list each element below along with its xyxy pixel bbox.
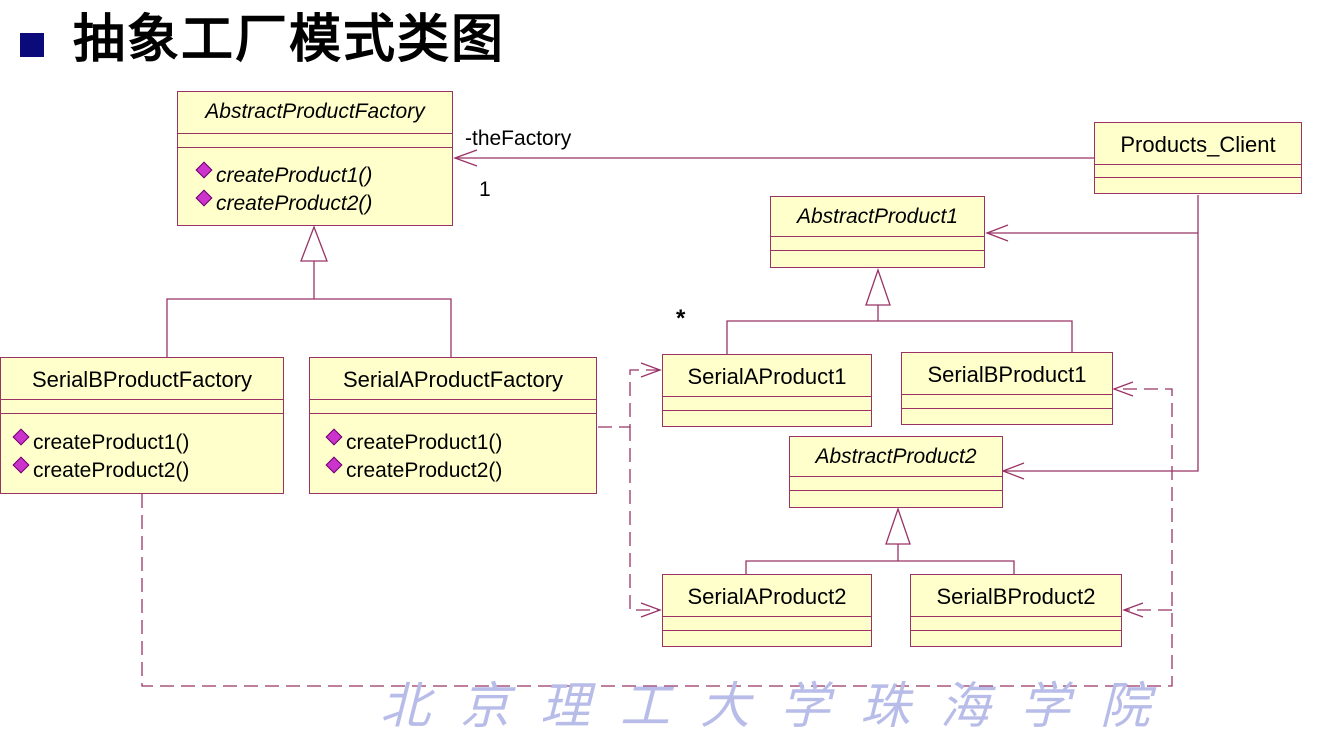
operation: createProduct2() <box>195 189 452 218</box>
class-attributes <box>911 617 1121 631</box>
class-abstract-product2[interactable]: AbstractProduct2 <box>789 436 1003 508</box>
generalization-product2-arrow <box>885 506 911 545</box>
class-attributes <box>1 400 283 414</box>
class-operations: createProduct1() createProduct2() <box>195 161 452 218</box>
association-multiplicity-label: 1 <box>479 178 491 201</box>
class-serial-b-product-factory[interactable]: SerialBProductFactory createProduct1() c… <box>0 357 284 494</box>
association-client-product2-arrow <box>1001 462 1025 480</box>
class-serial-a-product-factory[interactable]: SerialAProductFactory createProduct1() c… <box>309 357 597 494</box>
class-abstract-product1[interactable]: AbstractProduct1 <box>770 196 985 268</box>
class-operations: createProduct1() createProduct2() <box>12 428 283 485</box>
class-name: Products_Client <box>1095 123 1301 165</box>
class-name: SerialBProduct2 <box>911 575 1121 617</box>
generalization-factory-a <box>314 298 452 357</box>
class-products-client[interactable]: Products_Client <box>1094 122 1302 194</box>
class-abstract-product-factory[interactable]: AbstractProductFactory createProduct1() … <box>177 91 453 226</box>
generalization-product1-b <box>878 320 1073 352</box>
page-title: 抽象工厂模式类图 <box>73 10 506 70</box>
operation-icon <box>12 456 30 474</box>
operation-label: createProduct2() <box>346 459 503 482</box>
class-name: AbstractProductFactory <box>178 92 452 134</box>
class-serial-a-product2[interactable]: SerialAProduct2 <box>662 574 872 647</box>
dependency-factory-a <box>598 369 660 428</box>
class-attributes <box>902 395 1112 409</box>
generalization-factory-b <box>166 298 314 357</box>
operation-icon <box>325 428 343 446</box>
association-role-label: -theFactory <box>465 127 572 150</box>
class-operations: createProduct1() createProduct2() <box>325 428 596 485</box>
dependency-arrow-sbp1 <box>1112 381 1134 397</box>
class-serial-b-product2[interactable]: SerialBProduct2 <box>910 574 1122 647</box>
association-client-product1-arrow <box>985 224 1009 242</box>
operation: createProduct1() <box>195 161 452 190</box>
association-client-factory-arrow <box>453 149 478 167</box>
class-serial-b-product1[interactable]: SerialBProduct1 <box>901 352 1113 425</box>
class-attributes <box>790 477 1002 491</box>
class-attributes <box>178 134 452 148</box>
class-name: SerialBProduct1 <box>902 353 1112 395</box>
title-bullet <box>20 33 44 57</box>
operation-label: createProduct1() <box>216 164 373 187</box>
association-multiplicity-star: * <box>676 305 686 332</box>
dependency-arrow-sbp2 <box>1122 602 1144 618</box>
class-attributes <box>1095 165 1301 178</box>
generalization-product1-arrow <box>865 267 891 306</box>
class-name: AbstractProduct1 <box>771 197 984 237</box>
class-name: SerialAProduct1 <box>663 355 871 397</box>
generalization-product1-a <box>726 320 878 354</box>
class-serial-a-product1[interactable]: SerialAProduct1 <box>662 354 872 427</box>
operation-icon <box>195 189 213 207</box>
watermark-text: 北京理工大学珠海学院 <box>380 677 1180 735</box>
operation-icon <box>195 161 213 179</box>
dependency-arrow-sap2 <box>640 602 662 618</box>
operation: createProduct1() <box>12 428 283 457</box>
operation-label: createProduct1() <box>346 431 503 454</box>
class-name: SerialAProductFactory <box>310 358 596 400</box>
operation-label: createProduct2() <box>33 459 190 482</box>
class-attributes <box>663 617 871 631</box>
operation-label: createProduct1() <box>33 431 190 454</box>
class-name: SerialAProduct2 <box>663 575 871 617</box>
class-name: SerialBProductFactory <box>1 358 283 400</box>
class-attributes <box>663 397 871 411</box>
generalization-product2-b <box>898 560 1015 574</box>
dependency-arrow-sap1 <box>640 362 662 378</box>
operation-icon <box>12 428 30 446</box>
operation-label: createProduct2() <box>216 192 373 215</box>
class-name: AbstractProduct2 <box>790 437 1002 477</box>
class-attributes <box>771 237 984 251</box>
class-attributes <box>310 400 596 414</box>
operation: createProduct1() <box>325 428 596 457</box>
operation: createProduct2() <box>12 456 283 485</box>
association-client-products <box>1003 195 1199 472</box>
dependency-factory-b <box>141 388 1173 687</box>
dependency-factory-a-product2 <box>629 427 660 611</box>
connectors-layer <box>141 149 1199 687</box>
operation-icon <box>325 456 343 474</box>
operation: createProduct2() <box>325 456 596 485</box>
generalization-factory-arrow <box>300 225 328 262</box>
generalization-product2-a <box>745 560 898 574</box>
